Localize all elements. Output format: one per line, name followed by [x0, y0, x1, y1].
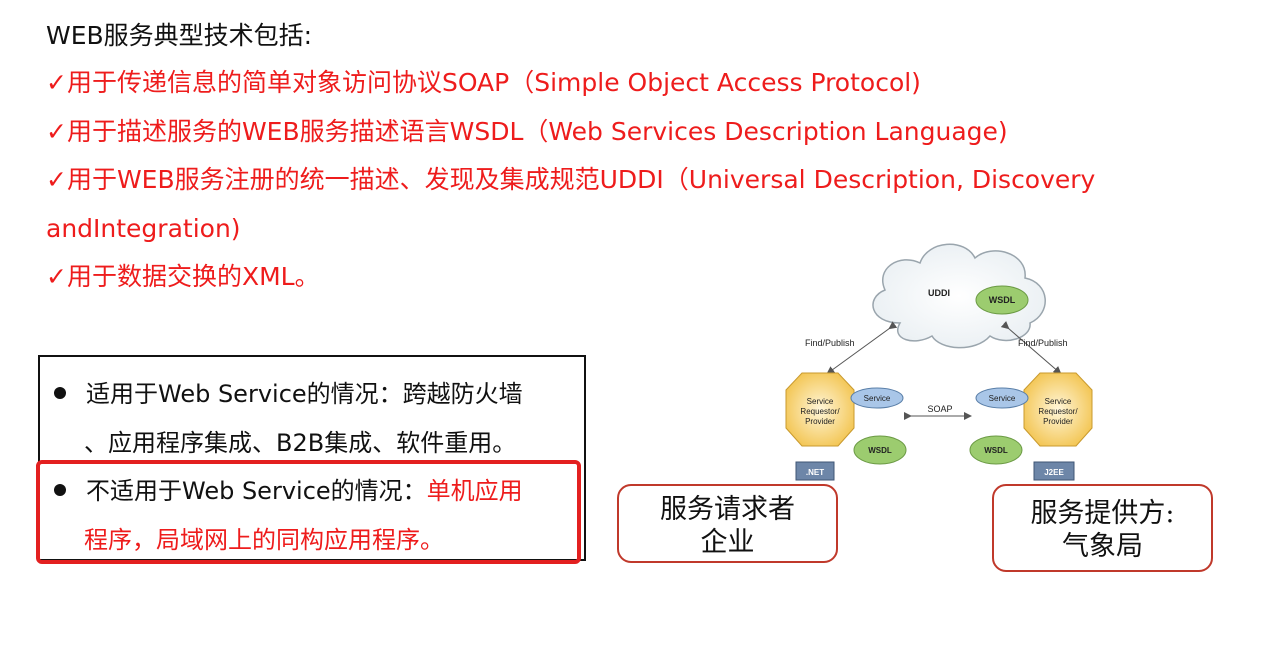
net-label: .NET — [806, 468, 824, 477]
service-ellipse-left — [850, 387, 904, 409]
find-publish-right: Find/Publish — [1018, 338, 1068, 348]
wsdl-ellipse-top — [975, 285, 1029, 315]
wsdl-label-top: WSDL — [989, 295, 1016, 305]
bullet-dot — [54, 387, 66, 399]
unsuitable-prefix: 不适用于Web Service的情况： — [86, 477, 427, 505]
node-left-line1: Service — [807, 397, 834, 406]
requestor-node-left — [785, 372, 855, 447]
find-publish-arrow-right — [1000, 321, 1062, 375]
heading: WEB服务典型技术包括: — [46, 21, 313, 50]
suitable-bullet: 适用于Web Service的情况：跨越防火墙 — [54, 370, 523, 419]
unsuitable-bullet: 不适用于Web Service的情况：单机应用 — [54, 467, 523, 516]
requester-callout: 服务请求者 企业 — [617, 484, 838, 563]
web-service-diagram: UDDI WSDL Find/Publish Find/Publish Serv… — [785, 243, 1093, 481]
suitable-line1: 适用于Web Service的情况：跨越防火墙 — [86, 380, 523, 408]
provider-line2: 气象局 — [1062, 531, 1143, 562]
service-left-label: Service — [864, 394, 891, 403]
node-right-line1: Service — [1045, 397, 1072, 406]
node-left-line2: Requestor/ — [800, 407, 840, 416]
wsdl-ellipse-right — [969, 435, 1023, 465]
unsuitable-red1: 单机应用 — [426, 477, 523, 505]
tech-uddi-line2: andIntegration) — [46, 214, 241, 243]
uddi-label: UDDI — [928, 288, 950, 298]
provider-callout: 服务提供方: 气象局 — [992, 484, 1213, 572]
j2ee-label: J2EE — [1044, 468, 1064, 477]
wsdl-right-label: WSDL — [984, 446, 1008, 455]
soap-label: SOAP — [927, 404, 952, 414]
service-right-label: Service — [989, 394, 1016, 403]
wsdl-left-label: WSDL — [868, 446, 892, 455]
provider-line1: 服务提供方: — [1030, 498, 1175, 529]
tech-wsdl: ✓用于描述服务的WEB服务描述语言WSDL（Web Services Descr… — [46, 117, 1008, 146]
find-publish-arrow-left — [826, 321, 898, 375]
tech-uddi-line1: ✓用于WEB服务注册的统一描述、发现及集成规范UDDI（Universal De… — [46, 165, 1096, 194]
unsuitable-highlight-frame — [36, 460, 581, 564]
applicability-box: 适用于Web Service的情况：跨越防火墙 、应用程序集成、B2B集成、软件… — [38, 355, 586, 561]
bullet-dot — [54, 484, 66, 496]
node-right-line2: Requestor/ — [1038, 407, 1078, 416]
unsuitable-red2: 程序，局域网上的同构应用程序。 — [84, 526, 444, 554]
tech-xml: ✓用于数据交换的XML。 — [46, 262, 320, 291]
suitable-line2: 、应用程序集成、B2B集成、软件重用。 — [84, 429, 517, 457]
wsdl-ellipse-left — [853, 435, 907, 465]
node-left-line3: Provider — [805, 417, 835, 426]
tech-soap: ✓用于传递信息的简单对象访问协议SOAP（Simple Object Acces… — [46, 68, 921, 97]
j2ee-tag — [1033, 461, 1075, 481]
requester-line1: 服务请求者 — [660, 494, 795, 525]
service-ellipse-right — [975, 387, 1029, 409]
find-publish-left: Find/Publish — [805, 338, 855, 348]
net-tag — [795, 461, 835, 481]
node-right-line3: Provider — [1043, 417, 1073, 426]
requester-line2: 企业 — [700, 527, 755, 558]
